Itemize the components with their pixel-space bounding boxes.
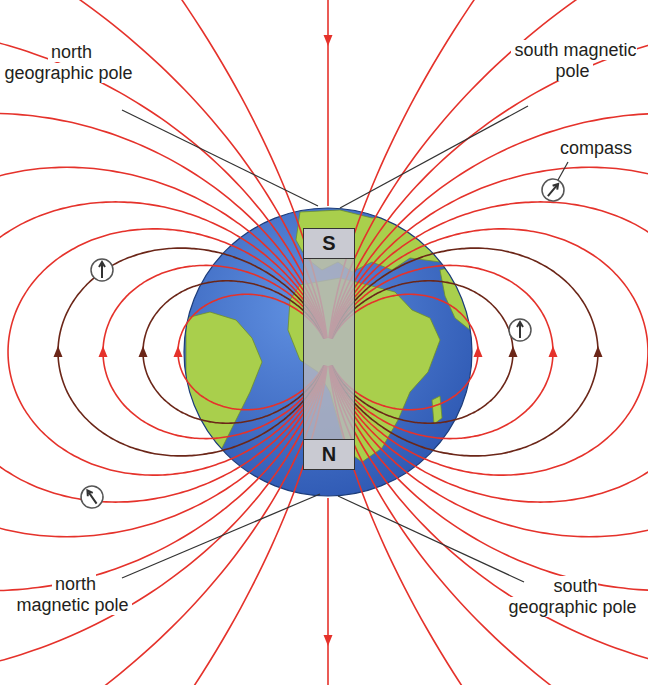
leader-line <box>558 162 568 180</box>
field-line <box>0 25 326 679</box>
field-line <box>178 294 324 409</box>
label-text: south geographic pole <box>508 576 639 617</box>
leader-lines <box>122 106 568 582</box>
pole-label: south geographic pole <box>506 576 642 618</box>
field-arrow <box>54 346 63 357</box>
pole-label: north magnetic pole <box>14 574 134 616</box>
compass-symbol <box>77 482 108 513</box>
field-arrow <box>549 346 558 357</box>
field-line <box>329 0 648 685</box>
field-arrow <box>99 346 108 357</box>
continent-america <box>186 312 262 470</box>
continent-asia <box>440 262 480 330</box>
compasses <box>77 175 569 513</box>
label-text: south magnetic pole <box>511 40 636 81</box>
earth <box>184 208 480 496</box>
pole-letter: S <box>304 229 354 259</box>
field-line <box>0 113 326 590</box>
field-arrow <box>324 635 333 646</box>
compass-symbol <box>509 319 531 341</box>
pole-label: north geographic pole <box>4 42 136 84</box>
label-text: compass <box>557 138 635 158</box>
field-line <box>0 0 327 685</box>
label-text: north geographic pole <box>4 42 135 83</box>
field-line <box>143 281 324 423</box>
field-line <box>327 0 329 206</box>
field-line <box>330 167 648 536</box>
field-arrow <box>139 346 148 357</box>
field-arrow <box>174 346 183 357</box>
field-arrow <box>594 346 603 357</box>
field-line <box>0 0 327 685</box>
field-arrow <box>509 346 518 357</box>
field-line <box>330 113 648 590</box>
leader-line <box>122 494 320 578</box>
pole-label: south magnetic pole <box>508 40 640 82</box>
label-text: north magnetic pole <box>16 574 131 615</box>
leader-line <box>338 496 524 582</box>
field-line <box>332 281 513 423</box>
earth-globe <box>184 208 472 496</box>
field-line <box>0 167 326 536</box>
bar-magnet: SN <box>303 228 355 470</box>
pole-letter: N <box>304 439 354 469</box>
field-line <box>330 25 648 679</box>
field-line <box>327 498 329 685</box>
leader-line <box>340 106 528 208</box>
field-arrow <box>474 346 483 357</box>
pole-label: compass <box>548 138 644 159</box>
field-line <box>329 0 648 685</box>
leader-line <box>122 110 318 206</box>
field-arrow <box>324 35 333 46</box>
compass-symbol <box>538 175 569 206</box>
island-madagascar <box>432 396 442 424</box>
compass-symbol <box>91 259 113 281</box>
